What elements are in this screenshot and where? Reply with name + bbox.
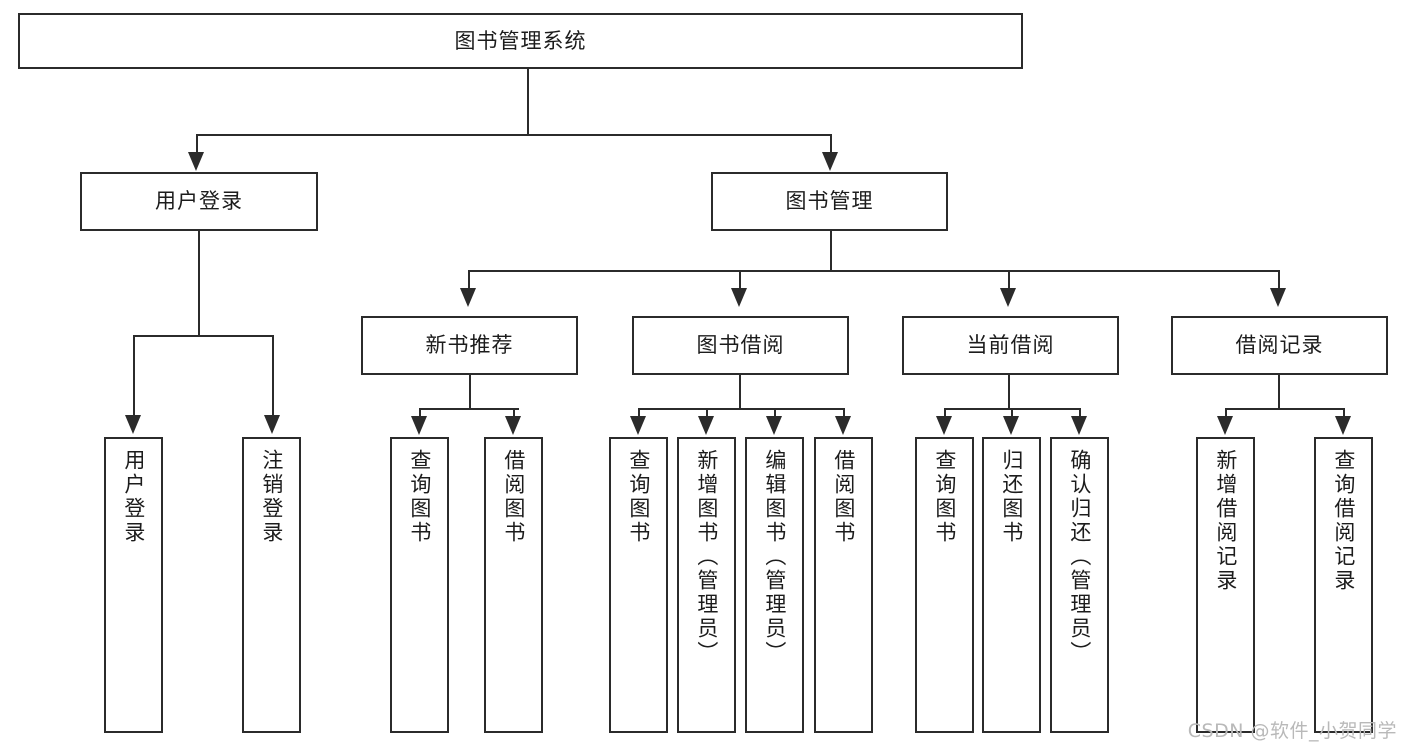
leaf-book-borrow-borrow-book[interactable]: 借阅图书 (814, 437, 873, 733)
node-label: 借阅图书 (831, 449, 856, 545)
node-label: 新增借阅记录 (1213, 449, 1238, 593)
connector-book-borrow-to-leaf-4 (843, 408, 845, 418)
connector-book-management-stem (830, 231, 832, 270)
node-label: 当前借阅 (966, 333, 1055, 358)
arrowhead-new-book-leaf-1 (411, 416, 427, 435)
arrowhead-new-book-leaf-2 (505, 416, 521, 435)
arrowhead-root-to-user-login (188, 152, 204, 171)
leaf-current-borrow-return-book[interactable]: 归还图书 (982, 437, 1041, 733)
leaf-book-borrow-query-book[interactable]: 查询图书 (609, 437, 668, 733)
arrowhead-book-borrow-leaf-2 (698, 416, 714, 435)
connector-user-login-to-leaf-1 (133, 335, 135, 417)
connector-current-borrow-to-leaf-3 (1079, 408, 1081, 418)
node-label: 图书管理 (785, 189, 874, 214)
node-label: 借阅记录 (1235, 333, 1324, 358)
node-current-borrow[interactable]: 当前借阅 (902, 316, 1119, 375)
connector-borrow-record-stem (1278, 375, 1280, 408)
csdn-watermark: CSDN @软件_小贺同学 (1187, 720, 1397, 742)
node-label: 图书管理系统 (454, 28, 587, 53)
node-new-book-recommend[interactable]: 新书推荐 (361, 316, 578, 375)
node-book-management[interactable]: 图书管理 (711, 172, 948, 231)
arrowhead-borrow-record-leaf-1 (1217, 416, 1233, 435)
connector-user-login-to-leaf-2 (272, 335, 274, 417)
leaf-borrow-record-query-record[interactable]: 查询借阅记录 (1314, 437, 1373, 733)
leaf-user-login-login[interactable]: 用户登录 (104, 437, 163, 733)
arrowhead-book-borrow-leaf-3 (766, 416, 782, 435)
leaf-new-book-borrow-book[interactable]: 借阅图书 (484, 437, 543, 733)
connector-bm-to-book-borrow (739, 270, 741, 290)
leaf-book-borrow-add-book-admin[interactable]: 新增图书（管理员） (677, 437, 736, 733)
connector-bm-to-new-book (468, 270, 470, 290)
connector-book-borrow-to-leaf-3 (774, 408, 776, 418)
arrowhead-user-login-leaf-1 (125, 415, 141, 434)
arrowhead-current-borrow-leaf-2 (1003, 416, 1019, 435)
node-label: 图书借阅 (696, 333, 785, 358)
connector-bm-to-borrow-record (1278, 270, 1280, 290)
connector-bm-to-current-borrow (1008, 270, 1010, 290)
connector-borrow-record-bus (1225, 408, 1343, 410)
node-label: 用户登录 (155, 189, 243, 214)
connector-book-borrow-to-leaf-1 (638, 408, 640, 418)
connector-book-borrow-stem (739, 375, 741, 408)
leaf-current-borrow-query-book[interactable]: 查询图书 (915, 437, 974, 733)
node-label: 归还图书 (999, 449, 1024, 545)
arrowhead-book-borrow-leaf-1 (630, 416, 646, 435)
leaf-new-book-query-book[interactable]: 查询图书 (390, 437, 449, 733)
arrowhead-root-to-book-management (822, 152, 838, 171)
connector-new-book-to-leaf-2 (513, 408, 515, 418)
node-label: 查询图书 (407, 449, 432, 545)
connector-user-login-bus (133, 335, 272, 337)
connector-new-book-bus (419, 408, 519, 410)
arrowhead-current-borrow-leaf-1 (936, 416, 952, 435)
node-label: 编辑图书（管理员） (762, 449, 787, 665)
connector-root-to-user-login (196, 134, 198, 154)
arrowhead-book-borrow-leaf-4 (835, 416, 851, 435)
connector-book-management-bus (468, 270, 1278, 272)
leaf-borrow-record-add-record[interactable]: 新增借阅记录 (1196, 437, 1255, 733)
node-label: 注销登录 (259, 449, 284, 545)
connector-user-login-stem (198, 231, 200, 335)
node-borrow-record[interactable]: 借阅记录 (1171, 316, 1388, 375)
node-label: 借阅图书 (501, 449, 526, 545)
arrowhead-borrow-record-leaf-2 (1335, 416, 1351, 435)
arrowhead-user-login-leaf-2 (264, 415, 280, 434)
node-label: 查询借阅记录 (1331, 449, 1356, 593)
arrowhead-bm-to-book-borrow (731, 288, 747, 307)
connector-new-book-to-leaf-1 (419, 408, 421, 418)
connector-current-borrow-to-leaf-1 (944, 408, 946, 418)
arrowhead-bm-to-borrow-record (1270, 288, 1286, 307)
node-label: 新书推荐 (425, 333, 514, 358)
node-user-login[interactable]: 用户登录 (80, 172, 318, 231)
connector-current-borrow-to-leaf-2 (1011, 408, 1013, 418)
connector-root-to-book-management (830, 134, 832, 154)
node-label: 查询图书 (932, 449, 957, 545)
connector-root-stem (527, 69, 529, 134)
leaf-current-borrow-confirm-return-admin[interactable]: 确认归还（管理员） (1050, 437, 1109, 733)
arrowhead-bm-to-new-book (460, 288, 476, 307)
leaf-book-borrow-edit-book-admin[interactable]: 编辑图书（管理员） (745, 437, 804, 733)
connector-current-borrow-stem (1008, 375, 1010, 408)
connector-borrow-record-to-leaf-1 (1225, 408, 1227, 418)
connector-borrow-record-to-leaf-2 (1343, 408, 1345, 418)
leaf-user-login-logout[interactable]: 注销登录 (242, 437, 301, 733)
connector-new-book-stem (469, 375, 471, 408)
arrowhead-current-borrow-leaf-3 (1071, 416, 1087, 435)
connector-root-bus (196, 134, 831, 136)
node-label: 查询图书 (626, 449, 651, 545)
connector-book-borrow-to-leaf-2 (706, 408, 708, 418)
node-book-borrow[interactable]: 图书借阅 (632, 316, 849, 375)
node-root-book-management-system[interactable]: 图书管理系统 (18, 13, 1023, 69)
node-label: 新增图书（管理员） (694, 449, 719, 665)
connector-book-borrow-bus (638, 408, 843, 410)
arrowhead-bm-to-current-borrow (1000, 288, 1016, 307)
node-label: 确认归还（管理员） (1067, 449, 1092, 665)
node-label: 用户登录 (121, 449, 146, 545)
